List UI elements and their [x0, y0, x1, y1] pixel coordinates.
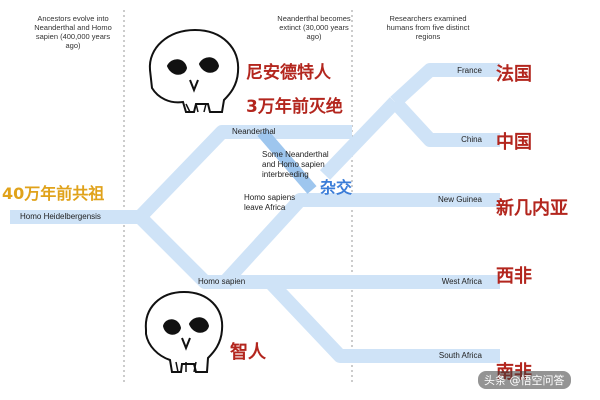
interbreeding-link: [257, 128, 317, 194]
watermark: 头条 @悟空问答: [478, 371, 571, 389]
sapien-skull-icon: [144, 290, 224, 373]
branch-leave-africa: [219, 193, 500, 287]
region-cn-china: 中国: [496, 132, 532, 153]
region-west-africa: West Africa: [441, 277, 482, 286]
region-new-guinea: New Guinea: [437, 195, 482, 204]
header-left: Ancestors evolve into Neanderthal and Ho…: [34, 14, 112, 50]
region-cn-west-africa: 西非: [496, 266, 532, 287]
branch-neanderthal: [134, 125, 352, 222]
label-neanderthal: Neanderthal: [232, 127, 276, 136]
annotation-extinct-cn: 3万年前灭绝: [246, 97, 343, 117]
branch-france: [390, 63, 500, 108]
branch-homo-sapien: [135, 212, 500, 289]
branch-south-africa: [264, 277, 500, 363]
annotation-ancestor-cn: 40万年前共祖: [2, 184, 105, 203]
label-interbreeding: Some Neanderthal and Homo sapien interbr…: [262, 150, 329, 179]
header-right: Researchers examined humans from five di…: [386, 14, 470, 41]
annotation-sapien-cn: 智人: [230, 342, 266, 363]
region-south-africa: South Africa: [438, 351, 482, 360]
neanderthal-skull-icon: [148, 28, 240, 113]
branch-china-trunk: [319, 97, 401, 180]
label-homo-sapien: Homo sapien: [198, 277, 246, 286]
branch-china: [389, 97, 500, 147]
region-france: France: [457, 66, 482, 75]
annotation-interbreeding-cn: 杂交: [320, 178, 353, 197]
header-middle: Neanderthal becomes extinct (30,000 year…: [277, 14, 351, 41]
label-leave-africa: Homo sapiens leave Africa: [244, 193, 296, 212]
region-cn-new-guinea: 新几内亚: [496, 198, 568, 219]
label-ancestor: Homo Heidelbergensis: [20, 212, 101, 221]
region-cn-france: 法国: [496, 64, 532, 85]
region-china: China: [461, 135, 482, 144]
annotation-neanderthal-cn: 尼安德特人: [246, 63, 331, 83]
